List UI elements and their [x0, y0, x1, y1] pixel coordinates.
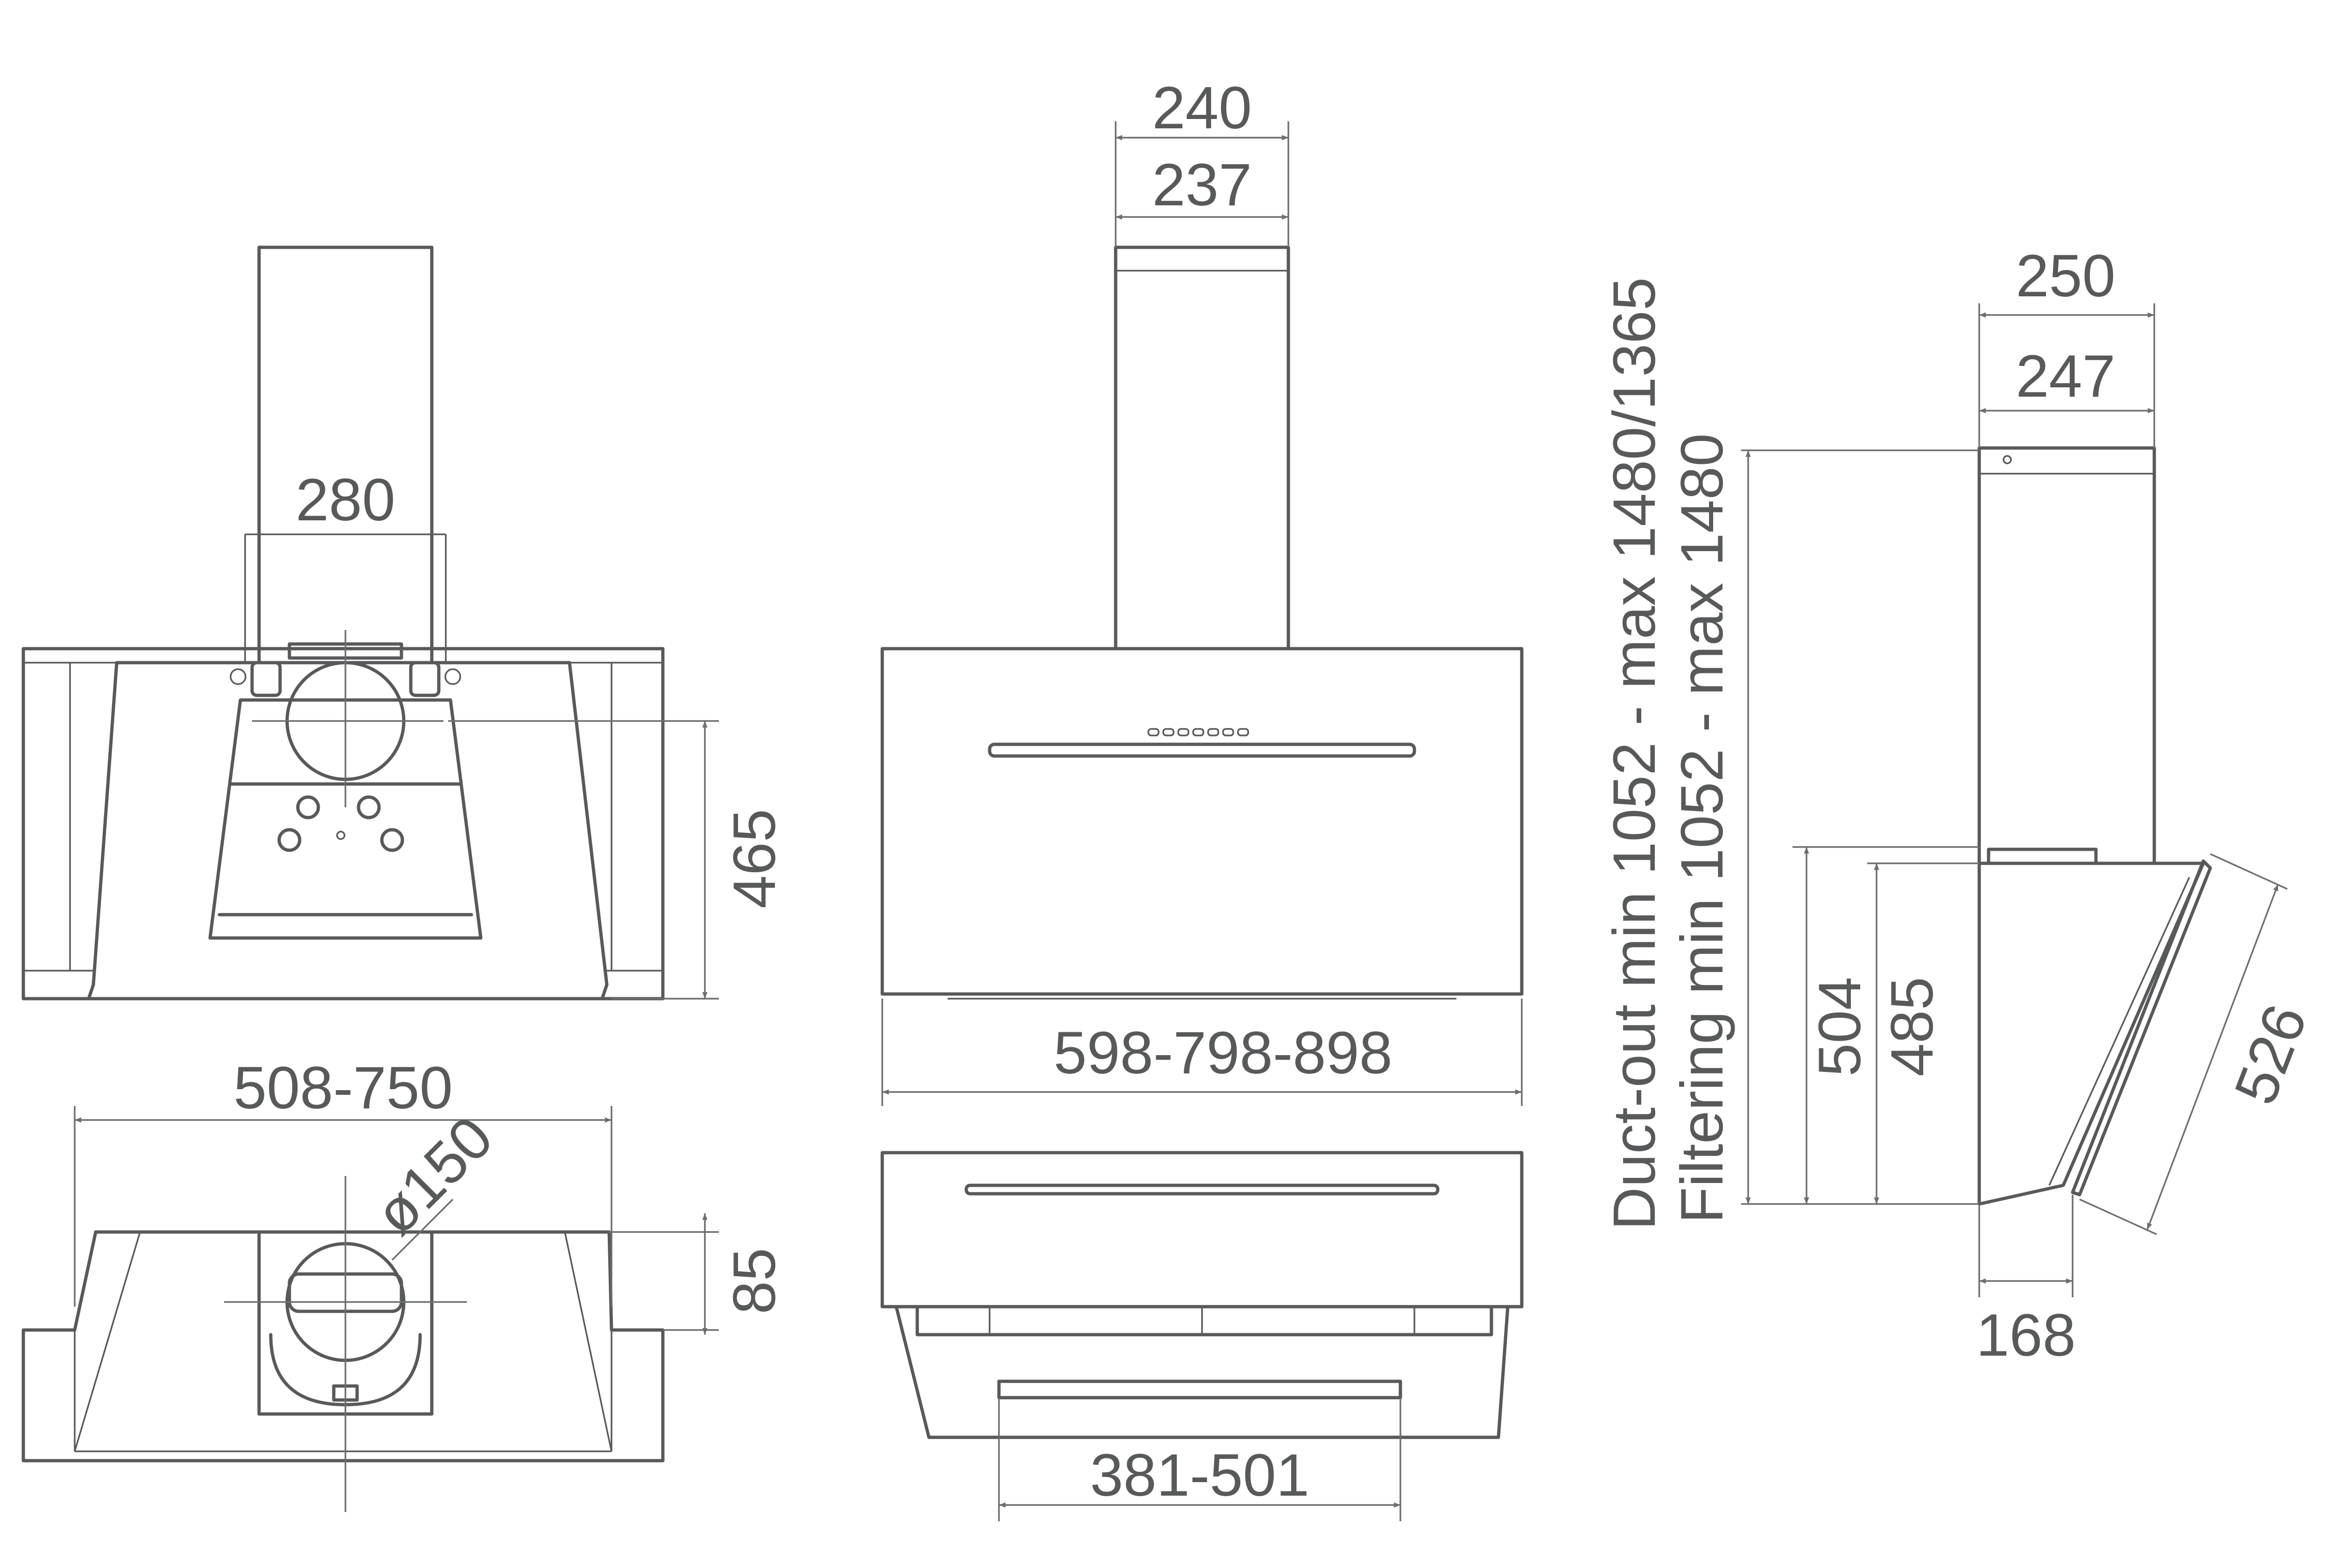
dim-glass-length: 526 [2079, 853, 2320, 1235]
dim-total-width: 598-798-898 [881, 999, 1523, 1106]
dim-label-side-outer: 250 [2016, 243, 2116, 309]
bottom-view [880, 1151, 1524, 1439]
dim-label-bracket-width: 280 [295, 467, 395, 533]
dim-label-chimney-outer: 240 [1152, 75, 1252, 141]
dim-label-side-height-outer: 504 [1807, 977, 1873, 1077]
dim-label-filtering: Filtering min 1052 - max 1480 [1669, 433, 1736, 1223]
dim-label-side-inner: 247 [2016, 343, 2116, 410]
dim-label-total-width: 598-798-898 [1054, 1020, 1392, 1086]
dim-label-side-height-inner: 485 [1879, 977, 1946, 1077]
dim-body-height: 465 [448, 720, 788, 1000]
dim-side-inner: 247 [1979, 343, 2154, 413]
dim-side-height-outer: 504 [1793, 846, 1979, 1204]
top-view [21, 1176, 665, 1512]
dim-total-height: Duct-out min 1052 - max 1480/1365 Filter… [1601, 277, 1979, 1230]
dim-label-glass-length: 526 [2222, 996, 2320, 1113]
dim-base-depth: 168 [1976, 1195, 2076, 1369]
dim-filter-width: 381-501 [998, 1398, 1401, 1521]
dim-top-depth: 85 [609, 1213, 788, 1335]
dim-side-outer: 250 [1978, 243, 2155, 448]
dim-label-chimney-inner: 237 [1152, 152, 1252, 218]
dim-chimney-outer: 240 [1115, 75, 1289, 247]
dim-side-height-inner: 485 [1867, 862, 1979, 1204]
dim-chimney-inner: 237 [1116, 152, 1288, 220]
dim-label-filter-width: 381-501 [1090, 1442, 1309, 1509]
rear-view [21, 245, 665, 1001]
dim-label-bracket-span: 508-750 [233, 1055, 453, 1121]
front-view [880, 245, 1524, 1000]
dim-label-top-depth: 85 [721, 1248, 788, 1314]
control-buttons [1147, 728, 1249, 736]
dim-bracket-width: 280 [295, 467, 395, 533]
side-view [1977, 446, 2212, 1206]
dim-label-duct-out: Duct-out min 1052 - max 1480/1365 [1601, 277, 1668, 1230]
dim-bracket-span: 508-750 [74, 1055, 612, 1307]
dim-label-duct-diameter: ø150 [362, 1104, 506, 1247]
dim-duct-diameter: ø150 [362, 1104, 506, 1261]
dim-label-base-depth: 168 [1976, 1302, 2076, 1369]
dim-label-body-height: 465 [721, 809, 788, 909]
